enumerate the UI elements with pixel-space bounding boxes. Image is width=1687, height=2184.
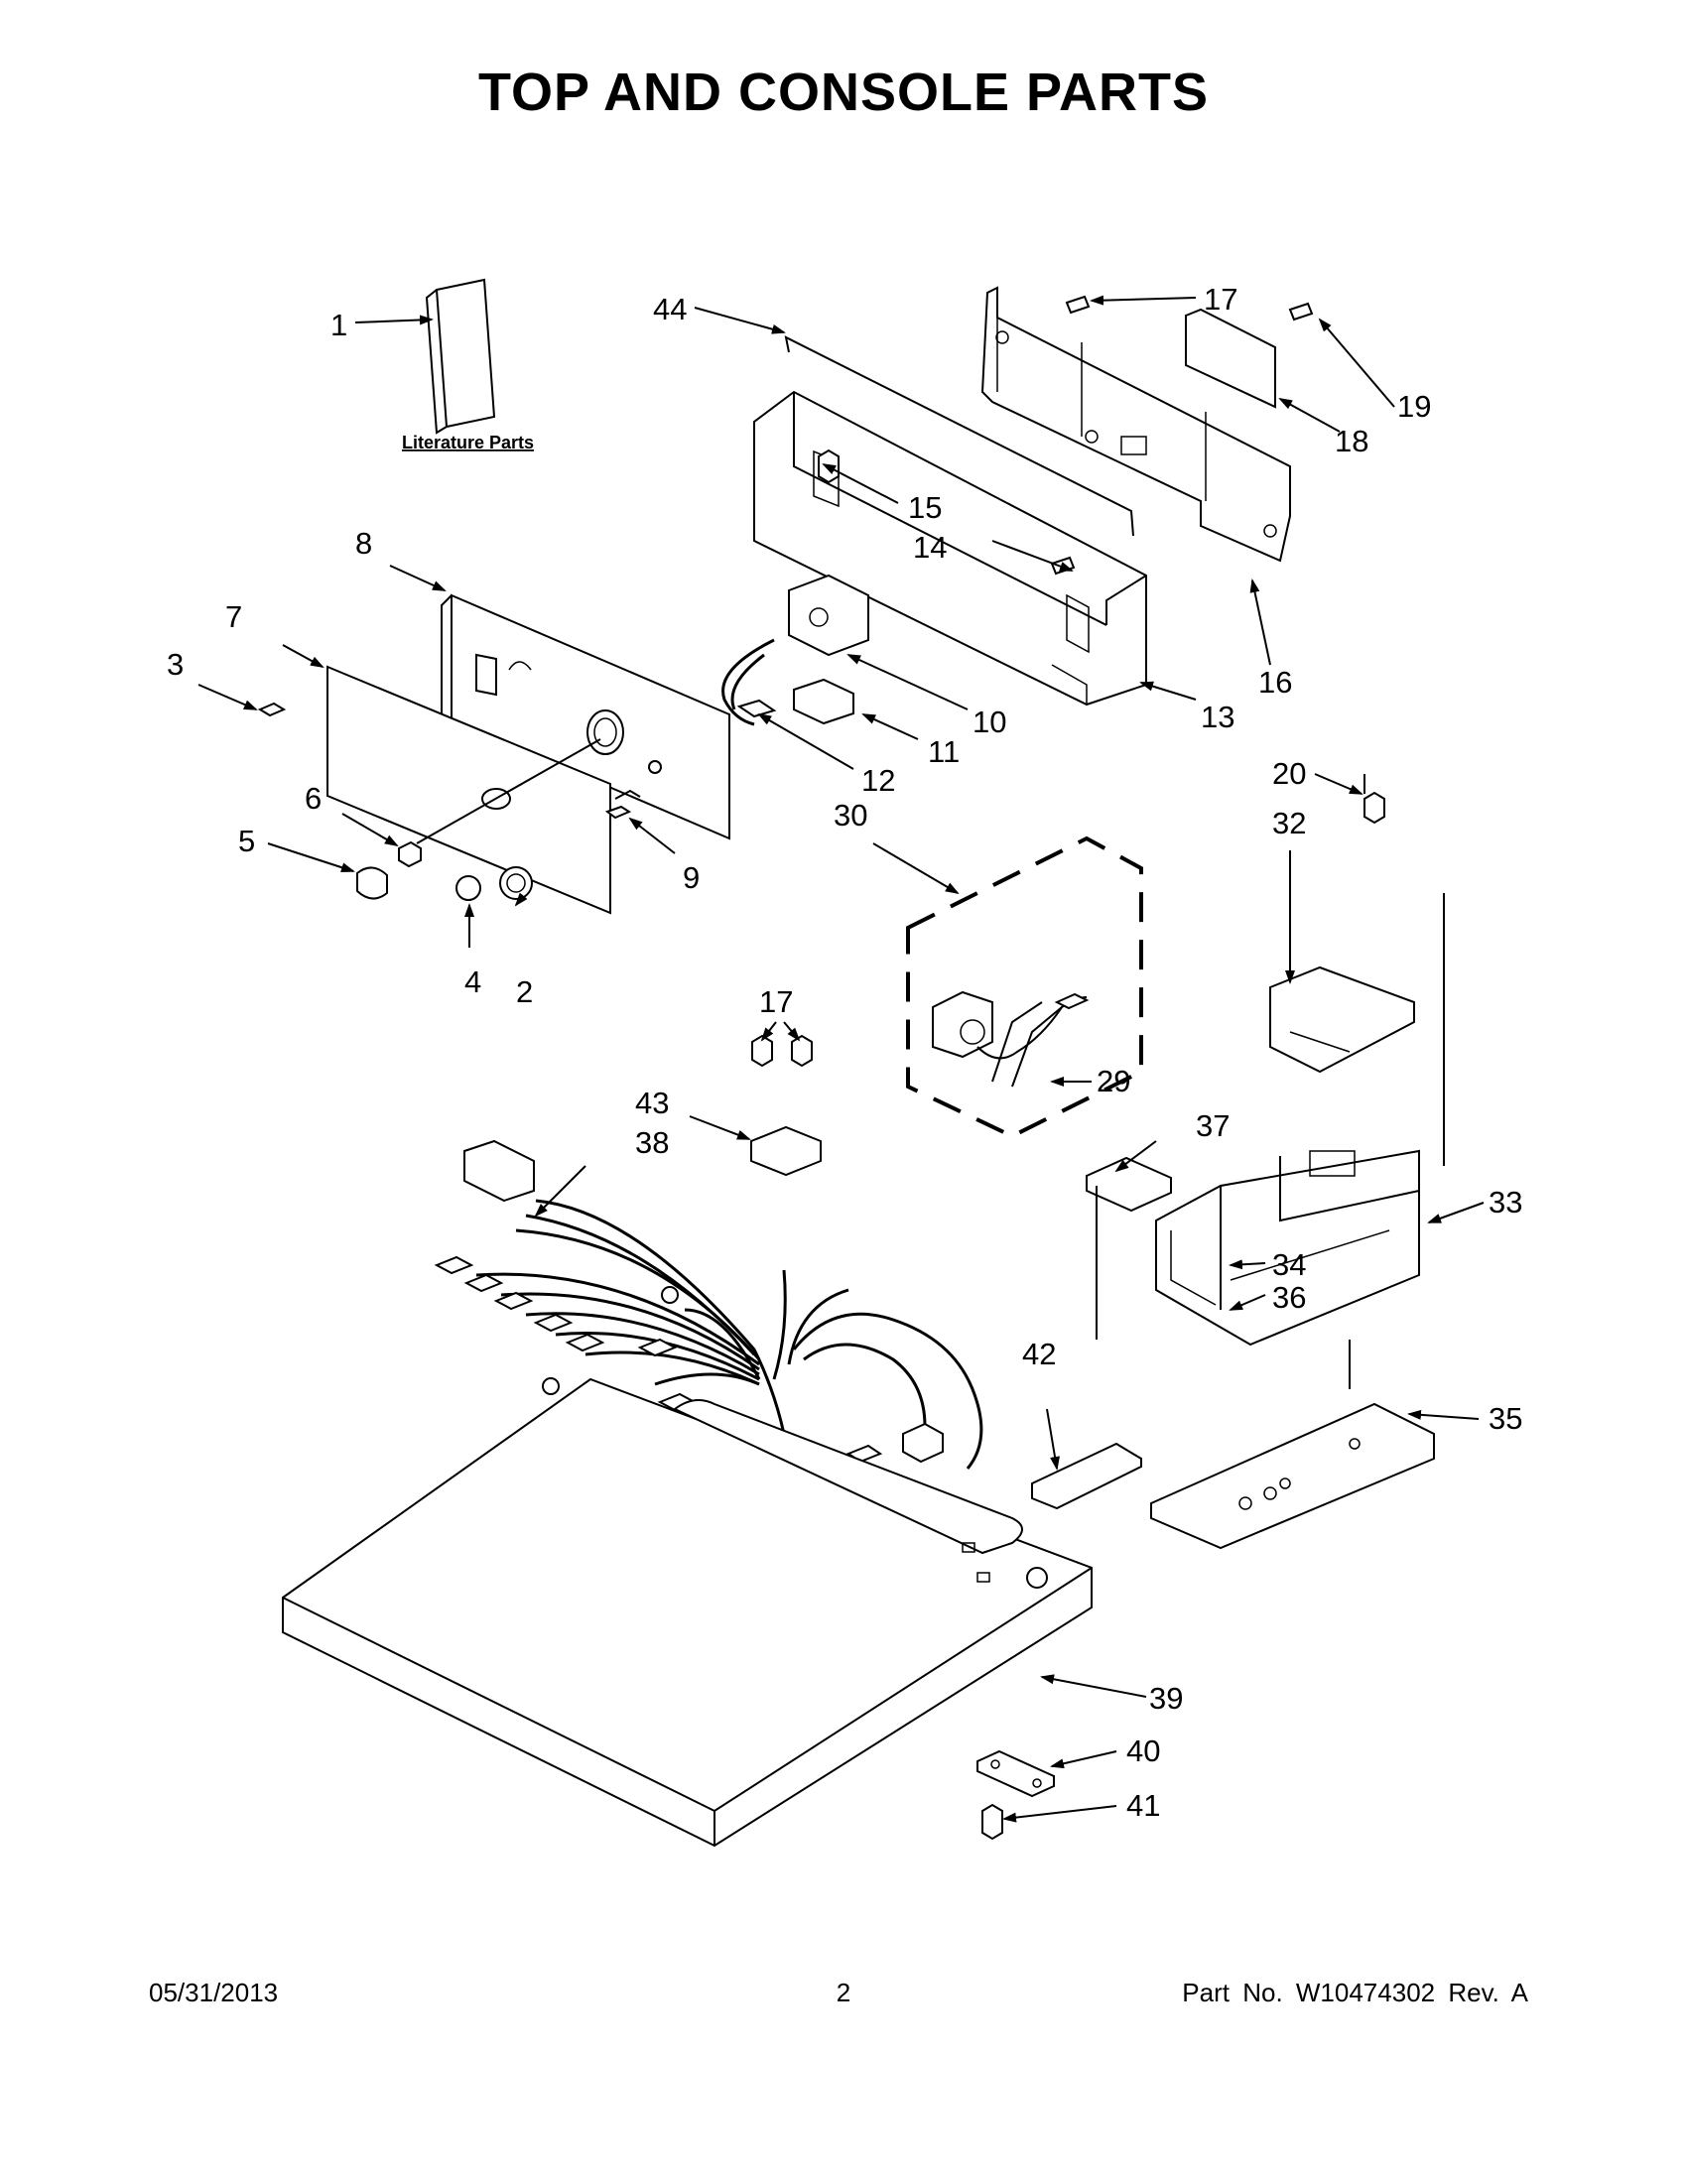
callout-13: 13 [1201, 700, 1234, 734]
callout-42: 42 [1022, 1337, 1056, 1371]
footer-part-number: Part No. W10474302 Rev. A [1182, 1978, 1528, 2007]
callout-16: 16 [1258, 665, 1292, 700]
callout-19: 19 [1397, 389, 1431, 424]
callout-numbers: 1 2 3 4 5 6 7 8 9 10 11 12 13 14 15 16 1… [167, 282, 1522, 1823]
callout-38: 38 [635, 1125, 669, 1160]
callout-3: 3 [167, 647, 184, 682]
callout-32: 32 [1272, 806, 1306, 840]
callout-41: 41 [1126, 1788, 1160, 1823]
console-base-plate [1150, 1402, 1435, 1550]
callout-34: 34 [1272, 1247, 1306, 1282]
harness-clip-part [1086, 1156, 1172, 1213]
hinge-bracket-part [976, 1749, 1055, 1841]
console-box-part [1155, 1149, 1420, 1347]
callout-leaders [197, 295, 1485, 1823]
callout-10: 10 [973, 705, 1006, 739]
dryer-top-panel [282, 1377, 1093, 1848]
literature-parts-label: Literature Parts [402, 433, 534, 452]
callout-12: 12 [861, 763, 895, 798]
callout-37: 37 [1196, 1108, 1230, 1143]
console-front-panel [441, 593, 730, 840]
callout-20: 20 [1272, 756, 1306, 791]
callout-6: 6 [305, 781, 322, 816]
knob-and-spring-parts [257, 702, 641, 901]
console-cover-plate [1269, 965, 1415, 1074]
sensor-bracket-part [932, 990, 1090, 1088]
callout-44: 44 [653, 292, 687, 326]
timer-and-switch-parts [721, 574, 869, 726]
console-rear-panel [980, 286, 1291, 563]
callout-14: 14 [913, 530, 947, 565]
sensor-assembly-outline [906, 835, 1143, 1139]
console-overlay-graphic [326, 665, 611, 915]
wire-harness-part [434, 1139, 983, 1470]
callout-40: 40 [1126, 1734, 1160, 1768]
callout-33: 33 [1489, 1185, 1522, 1220]
callout-7: 7 [225, 599, 242, 634]
callout-17-top: 17 [1204, 282, 1237, 317]
page-title: TOP AND CONSOLE PARTS [477, 63, 1210, 122]
callout-18: 18 [1335, 424, 1368, 458]
rear-panel-bracket [1185, 308, 1276, 409]
callout-1: 1 [330, 308, 347, 342]
callout-5: 5 [238, 824, 255, 858]
footer-date: 05/31/2013 [149, 1978, 279, 2007]
callout-15: 15 [908, 490, 942, 525]
callout-35: 35 [1489, 1401, 1522, 1436]
literature-booklet-part [425, 278, 496, 435]
callout-4: 4 [464, 964, 481, 999]
callout-9: 9 [683, 860, 700, 895]
callout-29: 29 [1097, 1064, 1130, 1098]
callout-17-relay: 17 [759, 984, 793, 1019]
callout-43: 43 [635, 1086, 669, 1120]
insulation-strip-part [1031, 1442, 1142, 1510]
console-support-rod [784, 335, 1134, 537]
callout-39: 39 [1149, 1681, 1183, 1716]
callout-2: 2 [516, 974, 533, 1009]
callout-36: 36 [1272, 1280, 1306, 1315]
callout-11: 11 [928, 734, 960, 769]
callout-8: 8 [355, 526, 372, 561]
relay-part [750, 1034, 822, 1177]
footer-page-number: 2 [836, 1978, 851, 2007]
callout-30: 30 [834, 798, 867, 833]
